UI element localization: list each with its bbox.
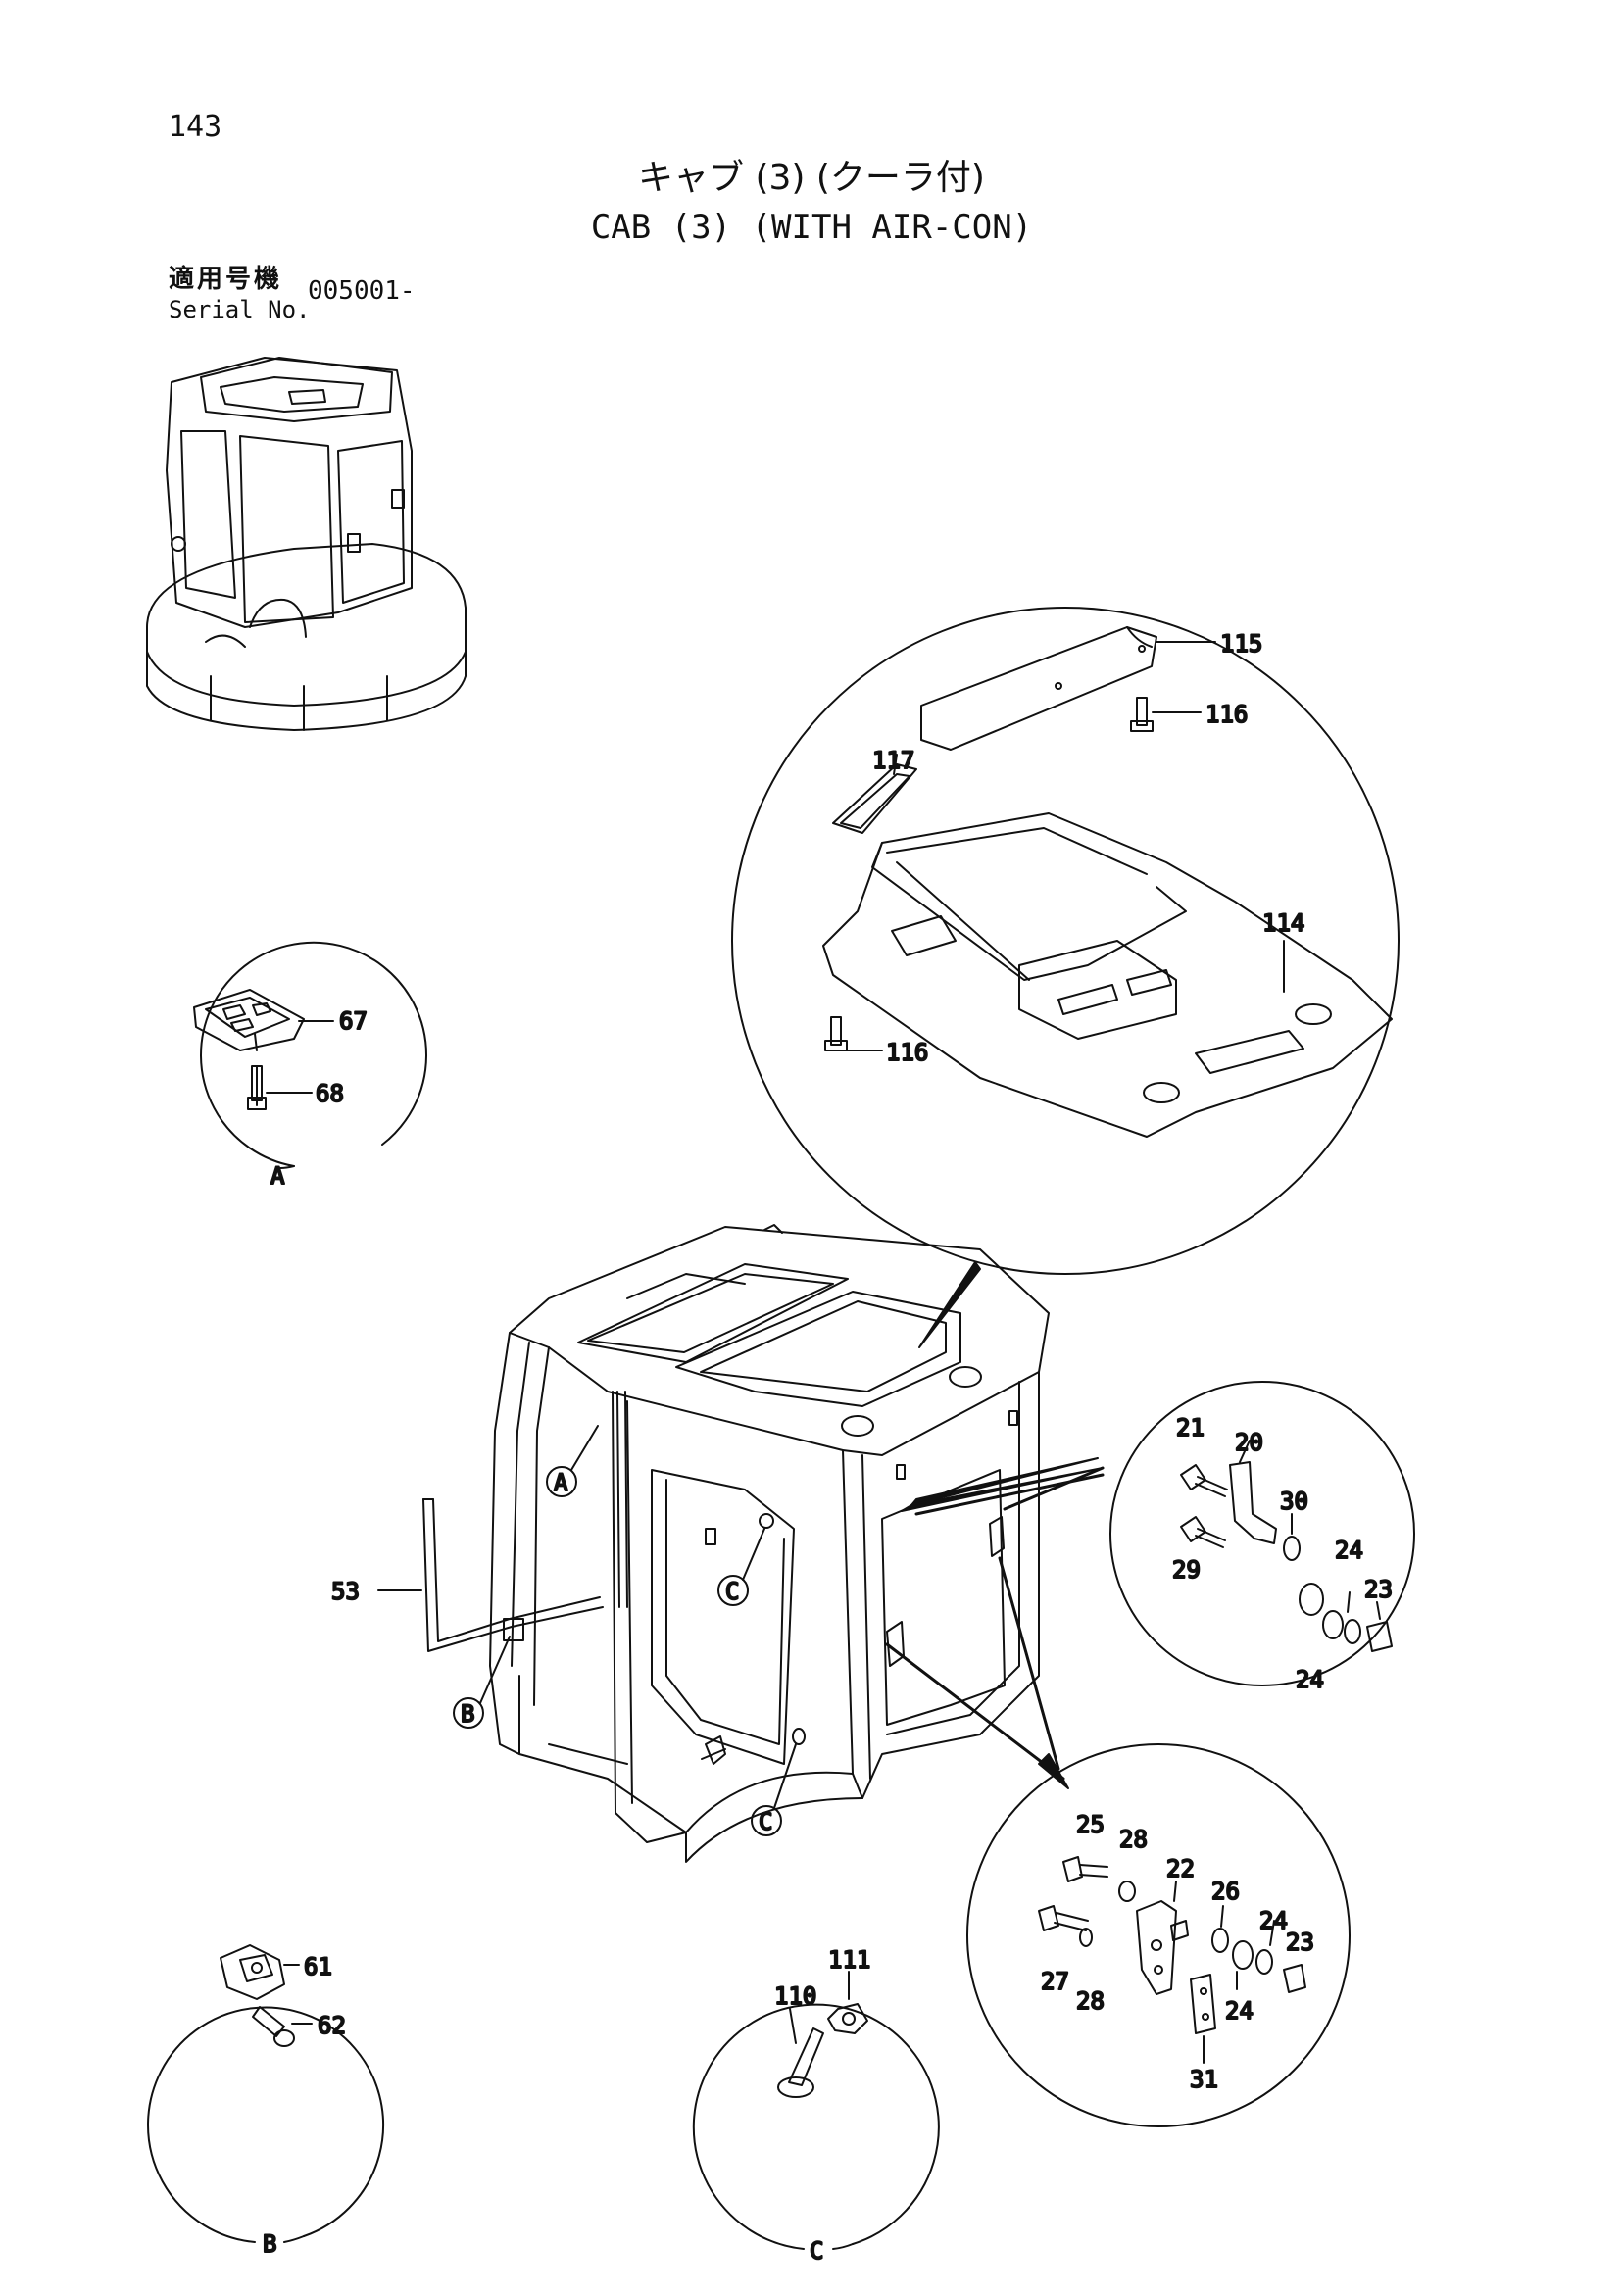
callout-label-a: A	[554, 1469, 568, 1496]
part-number-53: 53	[331, 1578, 360, 1605]
detail-circle-b	[147, 1944, 384, 2243]
part-number-116-upper: 116	[1205, 701, 1248, 728]
detail-circle-bracket	[1109, 1381, 1415, 1686]
part-number-116-lower: 116	[886, 1039, 928, 1066]
part-number-20: 20	[1235, 1429, 1263, 1456]
detail-label-a: A	[270, 1162, 285, 1190]
serial-number-value: 005001-	[308, 276, 416, 306]
part-number-24-upper: 24	[1335, 1537, 1363, 1564]
part-number-24-lower: 24	[1296, 1666, 1324, 1693]
part-number-22: 22	[1166, 1855, 1195, 1882]
cab-assembly-drawing	[377, 1224, 1105, 1863]
detail-label-c: C	[810, 2237, 823, 2265]
serial-label-japanese: 適用号機	[169, 265, 283, 294]
part-number-114: 114	[1262, 909, 1304, 937]
detail-circle-door-lock	[966, 1743, 1351, 2127]
part-number-115: 115	[1220, 630, 1262, 658]
overview-machine-illustration	[146, 357, 467, 731]
page-number: 143	[169, 110, 222, 144]
part-number-26: 26	[1211, 1878, 1240, 1905]
part-number-24-door: 24	[1259, 1907, 1288, 1934]
serial-label-english: Serial No.	[169, 296, 311, 323]
part-number-27: 27	[1041, 1968, 1069, 1995]
part-number-24-plate: 24	[1225, 1997, 1254, 2025]
part-number-68: 68	[316, 1080, 344, 1107]
part-number-67: 67	[339, 1007, 368, 1035]
part-number-62: 62	[318, 2012, 346, 2039]
part-number-110: 110	[774, 1982, 816, 2010]
page-title-english: CAB (3) (WITH AIR-CON)	[590, 208, 1033, 247]
part-number-21: 21	[1176, 1414, 1205, 1441]
detail-circle-c	[692, 1971, 940, 2250]
part-number-61: 61	[304, 1953, 332, 1980]
callout-c-marker-lower	[751, 1743, 797, 1836]
part-number-31: 31	[1190, 2066, 1218, 2093]
detail-circle-roof	[731, 607, 1400, 1348]
part-number-23-upper: 23	[1364, 1576, 1393, 1603]
callout-label-c-lower: C	[759, 1808, 772, 1835]
detail-label-b: B	[263, 2230, 276, 2258]
part-number-23-door: 23	[1286, 1929, 1314, 1956]
callout-a-marker	[546, 1425, 599, 1497]
callout-label-b: B	[461, 1700, 474, 1728]
part-number-29: 29	[1172, 1556, 1201, 1584]
part-number-117: 117	[872, 747, 914, 774]
part-number-111: 111	[828, 1946, 870, 1974]
callout-c-marker-upper	[717, 1528, 765, 1606]
detail-circle-a	[193, 941, 428, 1169]
callout-b-marker	[453, 1636, 511, 1729]
part-number-25: 25	[1076, 1811, 1105, 1838]
part-number-28-upper: 28	[1119, 1826, 1148, 1853]
page-title-japanese: キャブ (3) (クーラ付)	[638, 158, 985, 198]
part-number-28-lower: 28	[1076, 1987, 1105, 2015]
callout-label-c-upper: C	[725, 1578, 739, 1605]
part-number-30: 30	[1280, 1488, 1308, 1515]
